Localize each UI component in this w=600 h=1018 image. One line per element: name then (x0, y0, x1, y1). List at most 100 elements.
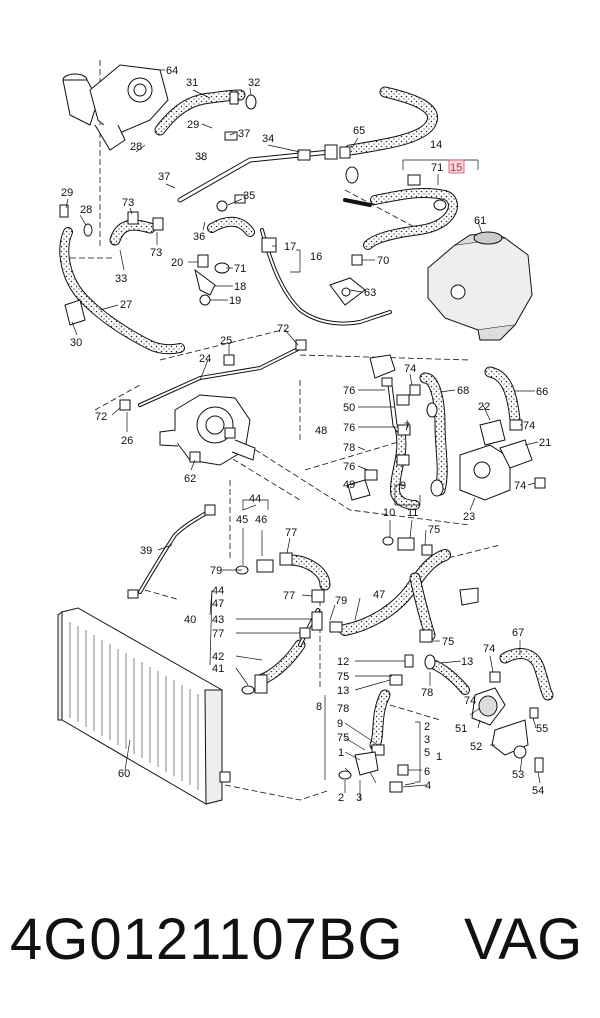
thermostat-housing-64 (62, 64, 169, 151)
callout-45: 45 (236, 514, 248, 526)
hose-47-upper (409, 572, 436, 641)
callout-72: 72 (95, 411, 107, 423)
callout-55: 55 (536, 723, 548, 735)
callout-16: 16 (310, 251, 322, 263)
callout-70: 70 (377, 255, 389, 267)
callout-62: 62 (184, 473, 196, 485)
hose-78 (369, 689, 391, 751)
callout-74: 74 (523, 420, 535, 432)
callout-6: 6 (424, 766, 430, 778)
callout-8: 8 (316, 701, 322, 713)
callout-65: 65 (353, 125, 365, 137)
callout-3: 3 (356, 792, 362, 804)
callout-38: 38 (195, 151, 207, 163)
callout-79: 79 (335, 595, 347, 607)
callout-33: 33 (115, 273, 127, 285)
callout-2: 2 (424, 721, 430, 733)
callout-60: 60 (118, 768, 130, 780)
brand-text: VAG (464, 907, 583, 972)
callout-22: 22 (478, 401, 490, 413)
callout-15: 15 (450, 162, 462, 174)
callout-42: 42 (212, 651, 224, 663)
callout-32: 32 (248, 77, 260, 89)
callout-75: 75 (442, 636, 454, 648)
callout-76: 76 (343, 461, 355, 473)
callout-18: 18 (234, 281, 246, 293)
callout-73: 73 (150, 247, 162, 259)
coolant-system-exploded-diagram: 64 31 32 29 37 34 65 14 71 15 28 38 37 3… (57, 60, 554, 805)
callout-1: 1 (338, 747, 344, 759)
callout-52: 52 (470, 741, 482, 753)
callout-66: 66 (536, 386, 548, 398)
callout-51: 51 (455, 723, 467, 735)
callout-26: 26 (121, 435, 133, 447)
callout-9: 9 (337, 718, 343, 730)
callout-63: 63 (364, 287, 376, 299)
callout-13: 13 (337, 685, 349, 697)
callout-1: 1 (436, 751, 442, 763)
callout-40: 40 (184, 614, 196, 626)
callout-78: 78 (343, 442, 355, 454)
hose-66 (484, 366, 521, 426)
hose-36 (207, 216, 255, 237)
callout-30: 30 (70, 337, 82, 349)
callout-44: 44 (249, 493, 261, 505)
callout-13: 13 (461, 656, 473, 668)
callout-10: 10 (383, 507, 395, 519)
callout-41: 41 (212, 663, 224, 675)
callout-74: 74 (514, 480, 526, 492)
callout-28: 28 (80, 204, 92, 216)
callout-49: 49 (343, 479, 355, 491)
callout-25: 25 (220, 335, 232, 347)
callout-23: 23 (463, 511, 475, 523)
callout-27: 27 (120, 299, 132, 311)
callout-47: 47 (212, 598, 224, 610)
callout-44: 44 (212, 585, 224, 597)
hose-13 (430, 660, 470, 695)
callout-50: 50 (343, 402, 355, 414)
hose-31 (154, 89, 246, 136)
callout-17: 17 (284, 241, 296, 253)
callout-77: 77 (283, 590, 295, 602)
hose-47 (339, 549, 451, 636)
callout-76: 76 (343, 422, 355, 434)
callout-9: 9 (400, 480, 406, 492)
callout-47: 47 (373, 589, 385, 601)
callout-71: 71 (234, 263, 246, 275)
callout-34: 34 (262, 133, 274, 145)
callout-54: 54 (532, 785, 544, 797)
footer-caption: 4G0121107BG VAG (0, 895, 600, 985)
callout-74: 74 (404, 363, 416, 375)
callout-46: 46 (255, 514, 267, 526)
hose-44 (284, 554, 331, 591)
callout-77: 77 (285, 527, 297, 539)
callout-5: 5 (424, 747, 430, 759)
callout-79: 79 (210, 565, 222, 577)
callout-48: 48 (315, 425, 327, 437)
callout-74: 74 (483, 643, 495, 655)
callout-leaders (65, 69, 541, 800)
callout-61: 61 (474, 215, 486, 227)
callout-36: 36 (193, 231, 205, 243)
callout-4: 4 (425, 780, 431, 792)
callout-75: 75 (428, 524, 440, 536)
water-pump-62 (159, 394, 256, 466)
callout-39: 39 (140, 545, 152, 557)
callout-11: 11 (407, 507, 418, 519)
callout-78: 78 (421, 687, 433, 699)
callout-24: 24 (199, 353, 211, 365)
callout-78: 78 (337, 703, 349, 715)
hose-65 (344, 86, 438, 156)
part-callouts: 64 31 32 29 37 34 65 14 71 15 28 38 37 3… (61, 65, 551, 804)
hose-15 (363, 187, 458, 250)
callout-67: 67 (512, 627, 524, 639)
callout-12: 12 (337, 656, 349, 668)
callout-74: 74 (464, 695, 476, 707)
valve-block-23 (459, 419, 533, 501)
callout-73: 73 (122, 197, 134, 209)
callout-68: 68 (457, 385, 469, 397)
hose-68 (419, 372, 448, 496)
part-number-text: 4G0121107BG (10, 907, 404, 972)
hoses (59, 86, 554, 751)
callout-64: 64 (166, 65, 178, 77)
